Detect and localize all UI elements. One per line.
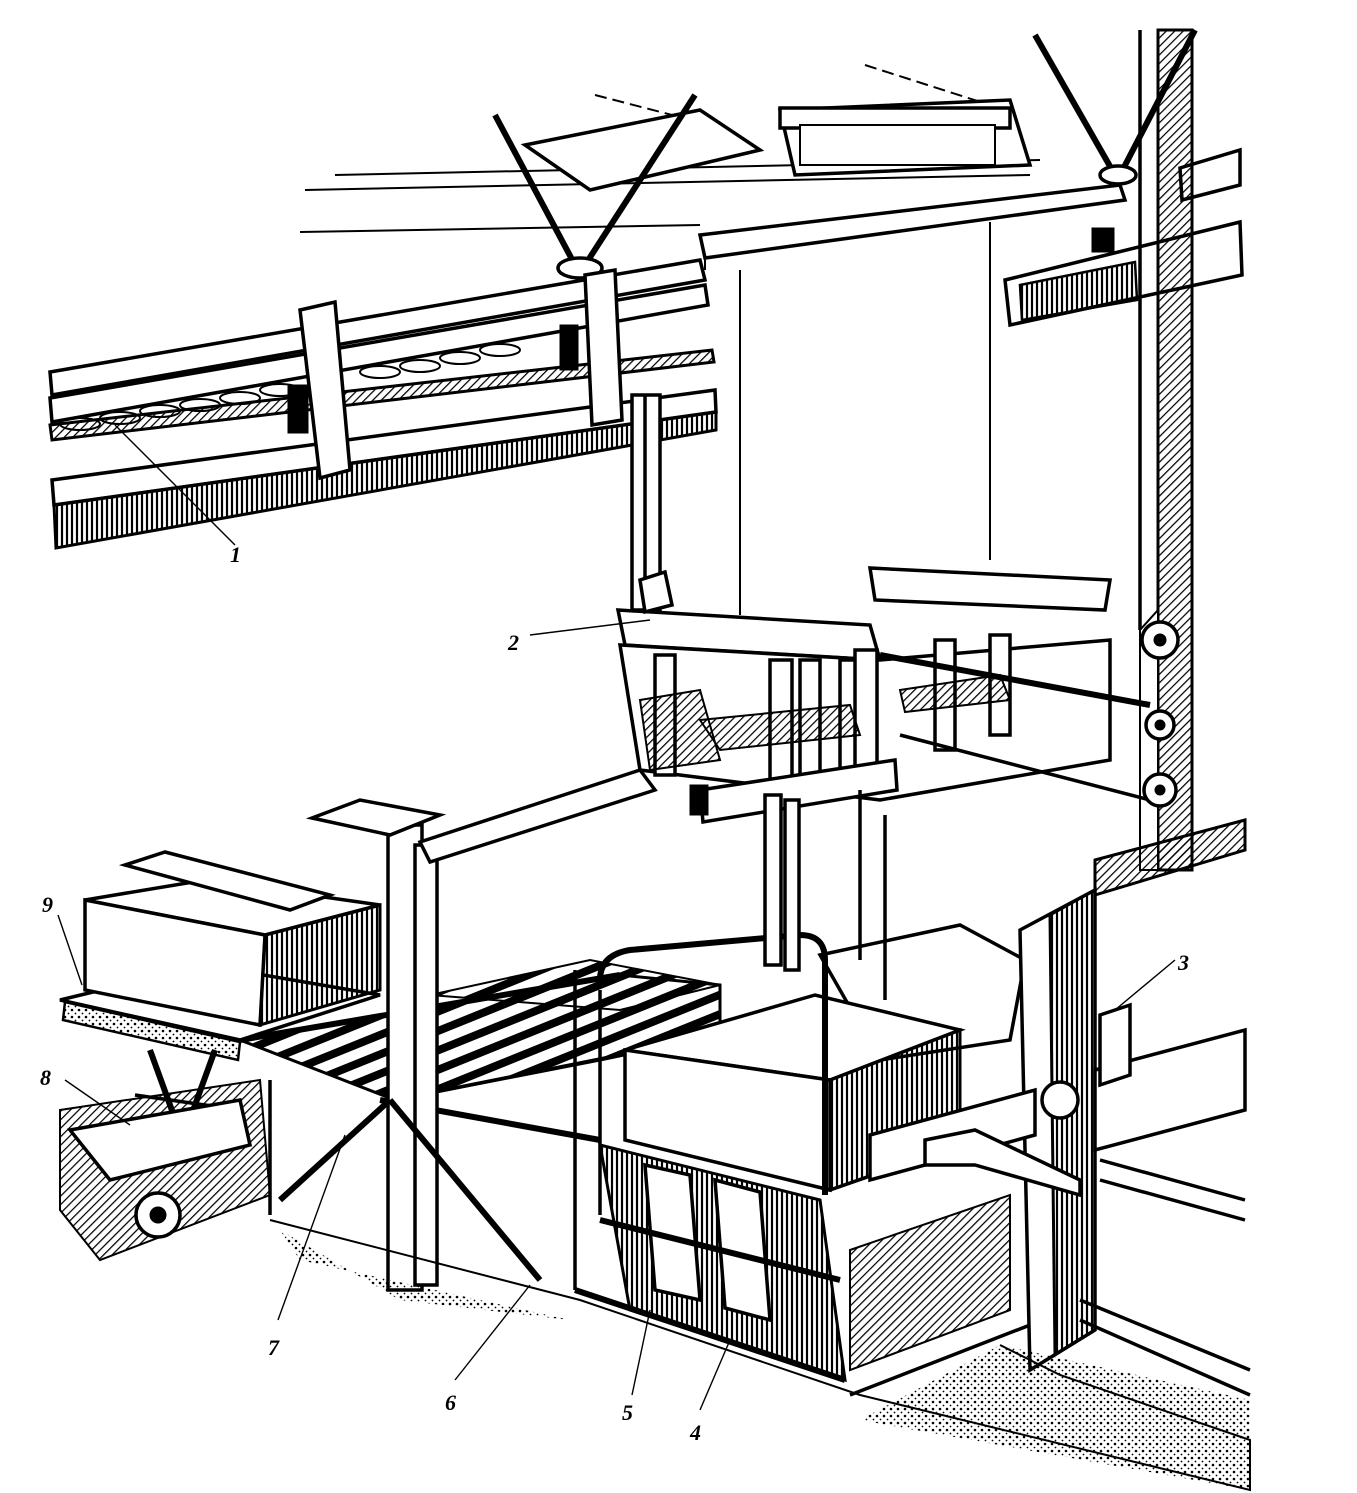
callout-5: 5 <box>622 1400 633 1425</box>
callout-3: 3 <box>1177 950 1189 975</box>
callout-labels: 1 2 3 4 5 6 7 8 9 <box>40 542 1189 1445</box>
leader-lines <box>57 424 1176 1411</box>
block-conveyor-left <box>59 850 382 1262</box>
callout-8: 8 <box>40 1065 51 1090</box>
support-column-right <box>1138 28 1194 872</box>
conveyor-rail-right <box>739 147 1244 615</box>
callout-6: 6 <box>445 1390 456 1415</box>
callout-7: 7 <box>268 1335 280 1360</box>
block-stack <box>573 790 1032 1397</box>
gripper-assembly <box>615 566 1180 825</box>
pusher-unit <box>868 818 1247 1374</box>
callout-4: 4 <box>689 1420 701 1445</box>
callout-1: 1 <box>230 542 241 567</box>
floor-shading <box>269 1219 1251 1492</box>
callout-2: 2 <box>507 630 519 655</box>
conveyor-rail-left <box>48 257 718 550</box>
callout-9: 9 <box>42 892 53 917</box>
overhead-structure <box>299 28 1198 280</box>
